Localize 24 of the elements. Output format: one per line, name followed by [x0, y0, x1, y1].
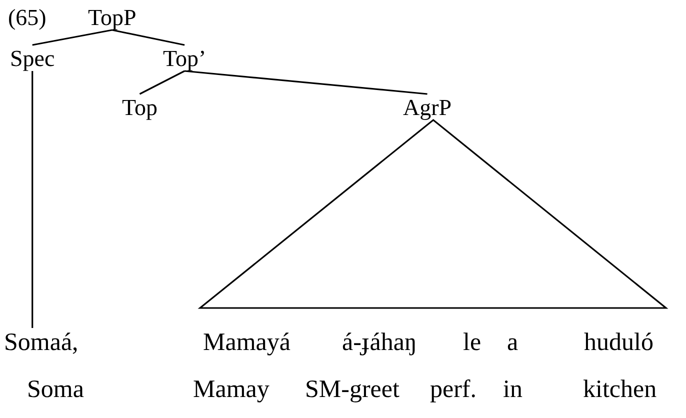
gloss-word: Mamay	[193, 377, 270, 402]
gloss-word: SM-greet	[305, 377, 400, 402]
example-word: le	[463, 330, 482, 355]
gloss-word: perf.	[430, 377, 476, 402]
example-number: (65)	[8, 6, 46, 29]
example-word: Somaá,	[4, 330, 78, 355]
example-word: a	[507, 330, 518, 355]
gloss-word: in	[503, 377, 522, 402]
gloss-word: Soma	[27, 377, 84, 402]
example-word: huduló	[584, 330, 654, 355]
example-word: Mamayá	[203, 330, 290, 355]
tree-node-label: Top’	[163, 47, 206, 70]
tree-branch	[112, 29, 185, 46]
tree-node-label: TopP	[88, 6, 136, 29]
tree-node-label: Top	[122, 96, 158, 119]
tree-branch	[184, 70, 428, 95]
gloss-word: kitchen	[583, 377, 657, 402]
tree-branch	[139, 70, 185, 95]
example-word: á-ɟáhaŋ	[342, 330, 417, 355]
tree-node-label: AgrP	[403, 96, 452, 119]
constituent-triangle	[198, 118, 668, 309]
tree-branch	[32, 29, 112, 46]
tree-branch	[32, 71, 34, 328]
tree-node-label: Spec	[10, 47, 55, 70]
